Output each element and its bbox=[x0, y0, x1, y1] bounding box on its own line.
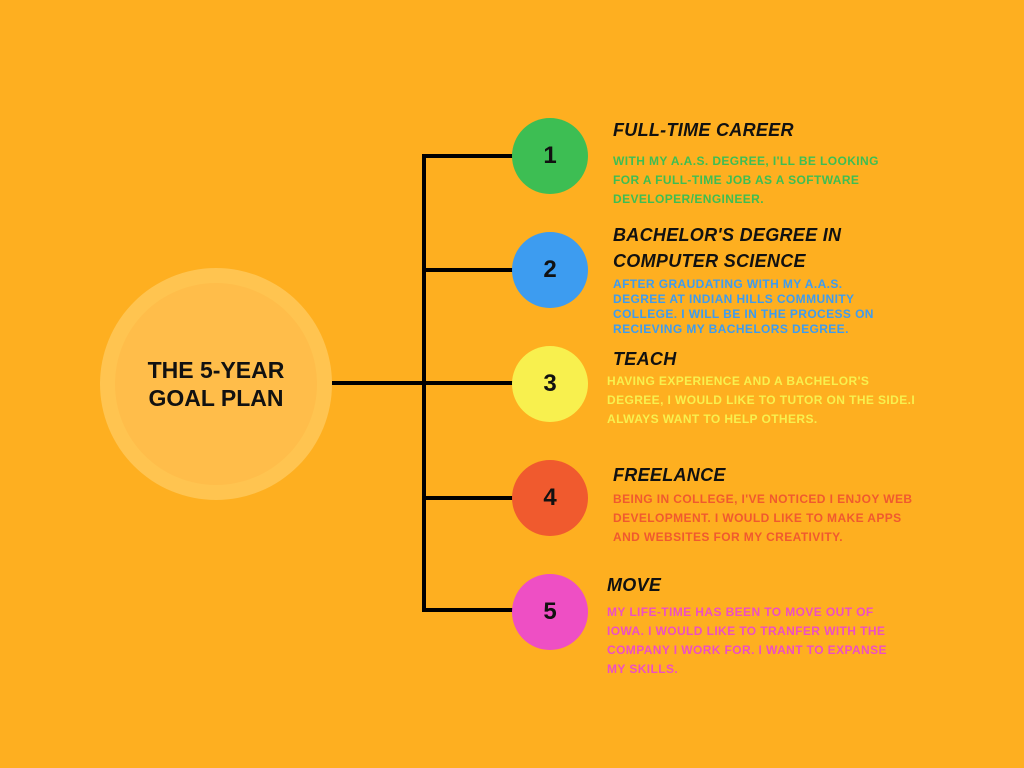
connector-branch-2 bbox=[422, 268, 514, 272]
step-4-circle: 4 bbox=[512, 460, 588, 536]
step-5-circle: 5 bbox=[512, 574, 588, 650]
connector-main-horizontal bbox=[332, 381, 426, 385]
connector-branch-5 bbox=[422, 608, 514, 612]
step-2-title: BACHELOR'S DEGREE IN COMPUTER SCIENCE bbox=[613, 225, 842, 271]
step-2-number: 2 bbox=[543, 256, 557, 283]
center-circle: THE 5-YEAR GOAL PLAN bbox=[115, 283, 317, 485]
step-4-description: BEING IN COLLEGE, I'VE NOTICED I ENJOY W… bbox=[613, 492, 913, 544]
step-1-title: FULL-TIME CAREER bbox=[613, 120, 794, 140]
connector-branch-1 bbox=[422, 154, 514, 158]
step-5-description: MY LIFE-TIME HAS BEEN TO MOVE OUT OF IOW… bbox=[607, 605, 887, 676]
step-1-number: 1 bbox=[543, 142, 557, 169]
step-2-circle: 2 bbox=[512, 232, 588, 308]
step-5-number: 5 bbox=[543, 598, 557, 625]
step-5-title: MOVE bbox=[607, 575, 662, 595]
center-title: THE 5-YEAR GOAL PLAN bbox=[147, 357, 285, 411]
step-3-description: HAVING EXPERIENCE AND A BACHELOR'S DEGRE… bbox=[607, 374, 916, 426]
step-1-circle: 1 bbox=[512, 118, 588, 194]
step-4-title: FREELANCE bbox=[613, 465, 726, 485]
center-circle-halo: THE 5-YEAR GOAL PLAN bbox=[100, 268, 332, 500]
step-1-description: WITH MY A.A.S. DEGREE, I'LL BE LOOKING F… bbox=[613, 154, 879, 206]
step-4-number: 4 bbox=[543, 484, 557, 511]
connector-branch-4 bbox=[422, 496, 514, 500]
step-3-title: TEACH bbox=[613, 349, 677, 369]
step-3-number: 3 bbox=[543, 370, 557, 397]
step-2-description: AFTER GRAUDATING WITH MY A.A.S. DEGREE A… bbox=[613, 277, 874, 336]
step-3-circle: 3 bbox=[512, 346, 588, 422]
connector-branch-3 bbox=[422, 381, 514, 385]
